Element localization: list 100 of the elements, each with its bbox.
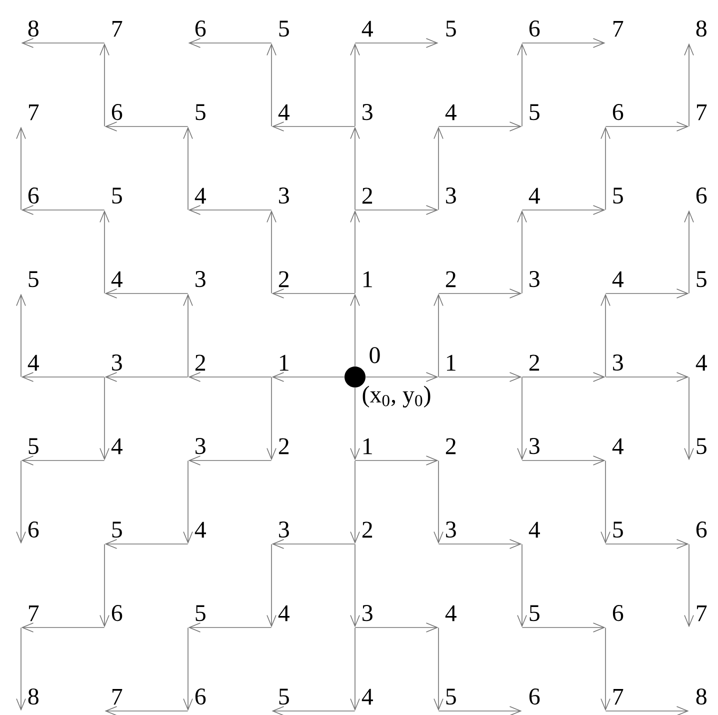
grid-point: 7 xyxy=(613,688,624,705)
arrow xyxy=(438,539,522,549)
grid-point: 4 xyxy=(612,271,624,288)
grid-point: 1 xyxy=(280,354,288,371)
grid-point: 6 xyxy=(112,605,122,622)
grid-point: 8 xyxy=(696,20,706,37)
grid-point: 2 xyxy=(529,354,540,371)
grid-point: 4 xyxy=(612,438,624,454)
grid-point: 5 xyxy=(112,188,122,204)
arrow xyxy=(517,544,527,628)
arrow xyxy=(104,539,188,549)
arrow xyxy=(434,627,444,711)
arrow xyxy=(21,205,105,215)
grid-point: 7 xyxy=(696,605,707,622)
arrow xyxy=(354,622,438,632)
arrow xyxy=(517,43,527,127)
grid-point: 4 xyxy=(194,522,206,538)
arrow xyxy=(272,122,356,132)
arrow xyxy=(354,456,438,466)
grid-point: 5 xyxy=(530,605,540,622)
arrow xyxy=(438,372,522,382)
arrow xyxy=(684,544,694,628)
arrow xyxy=(365,372,438,382)
arrow xyxy=(350,627,360,711)
arrow xyxy=(16,627,26,711)
grid-point: 5 xyxy=(112,522,122,538)
arrow xyxy=(104,122,188,132)
grid-point: 7 xyxy=(112,20,122,37)
arrow xyxy=(605,288,689,298)
arrow xyxy=(684,376,694,460)
arrow xyxy=(21,456,105,466)
arrow xyxy=(183,460,193,544)
arrow xyxy=(434,126,444,210)
grid-point: 7 xyxy=(696,104,707,120)
arrow xyxy=(605,539,689,549)
grid-point: 6 xyxy=(28,522,39,538)
grid-point: 4 xyxy=(278,104,290,120)
grid-point: 3 xyxy=(196,271,206,288)
arrow xyxy=(438,122,522,132)
arrow xyxy=(438,706,522,715)
arrow xyxy=(350,126,360,210)
grid-point: 3 xyxy=(613,354,623,371)
arrow xyxy=(21,38,105,48)
node-label: (x$_{0}$, y$_{0}$) xyxy=(362,386,430,408)
grid-point: 6 xyxy=(612,605,624,622)
grid-point: 5 xyxy=(613,522,623,538)
arrow xyxy=(600,627,610,711)
grid-point: 5 xyxy=(446,20,456,37)
arrow xyxy=(684,210,694,294)
arrow xyxy=(266,376,276,460)
arrow xyxy=(600,126,610,210)
arrow xyxy=(350,210,360,294)
arrow xyxy=(188,456,272,466)
grid-point: 6 xyxy=(195,688,206,705)
grid-point: 5 xyxy=(696,271,706,288)
grid-point: 4 xyxy=(194,188,206,204)
grid-point: 8 xyxy=(28,688,38,705)
arrow xyxy=(600,294,610,378)
grid-point: 1 xyxy=(364,438,372,454)
arrow xyxy=(21,622,105,632)
arrow xyxy=(434,460,444,544)
grid-point: 4 xyxy=(111,438,122,454)
arrow xyxy=(522,622,606,632)
arrow xyxy=(183,294,193,378)
grid-point: 8 xyxy=(28,20,38,37)
arrow xyxy=(350,387,360,460)
arrow xyxy=(16,460,26,544)
grid-point: 2 xyxy=(278,271,289,288)
grid-point: 4 xyxy=(278,605,290,622)
arrow xyxy=(188,372,272,382)
grid-point: 3 xyxy=(446,188,456,204)
grid-point: 4 xyxy=(528,188,540,204)
arrow xyxy=(188,622,272,632)
grid-point: 3 xyxy=(530,271,540,288)
grid-point: 6 xyxy=(28,188,39,204)
grid-point: 7 xyxy=(28,104,39,120)
arrow xyxy=(605,122,689,132)
arrow xyxy=(354,38,438,48)
arrow xyxy=(350,544,360,628)
arrow xyxy=(438,288,522,298)
grid-point: 8 xyxy=(696,688,706,705)
arrow xyxy=(350,294,360,367)
grid-point: 2 xyxy=(446,438,456,454)
grid-point: 2 xyxy=(278,438,289,454)
grid-point: 4 xyxy=(445,605,456,622)
grid-point: 6 xyxy=(529,688,540,705)
grid-point: 5 xyxy=(196,104,206,120)
grid-point: 7 xyxy=(613,20,624,37)
grid-point: 5 xyxy=(28,438,38,454)
grid-point: 4 xyxy=(528,522,540,538)
arrow xyxy=(434,294,444,378)
grid-point: 6 xyxy=(195,20,206,37)
arrow xyxy=(16,294,26,378)
grid-point: 3 xyxy=(279,522,289,538)
grid-point: 3 xyxy=(362,104,372,120)
arrow xyxy=(605,706,689,715)
grid-point: 4 xyxy=(696,354,707,371)
grid-point: 1 xyxy=(364,271,372,288)
grid-point: 2 xyxy=(446,271,456,288)
grid-point: 1 xyxy=(447,354,456,371)
